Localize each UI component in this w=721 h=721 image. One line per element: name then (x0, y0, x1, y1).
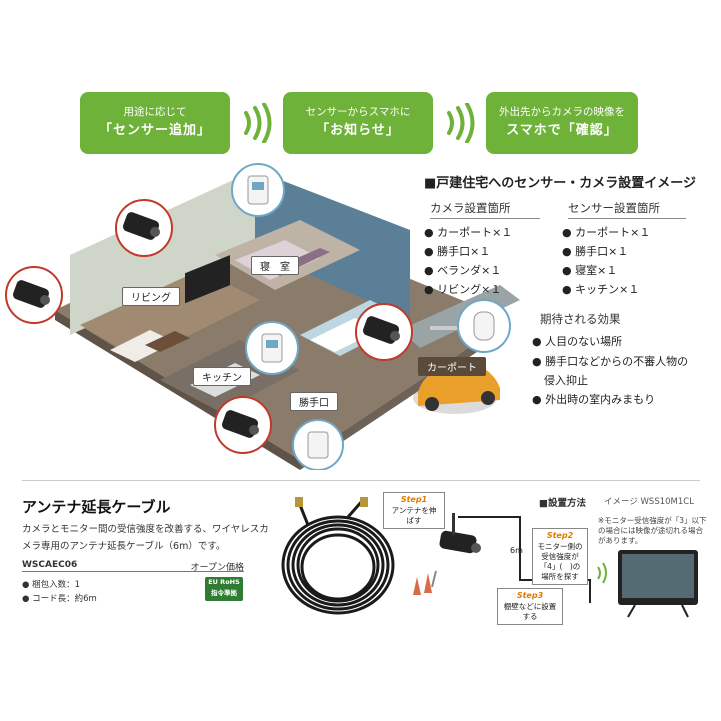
screw-anchor-icon (413, 570, 437, 595)
list-item: ● 外出時の室内みまもり (532, 393, 656, 406)
flow-line2: 「センサー追加」 (98, 123, 211, 139)
wireless-wave-icon (447, 103, 475, 143)
sensor-icon (292, 419, 344, 470)
step1-label: Step1 (400, 495, 428, 504)
step1-box: Step1 アンテナを伸ばす (383, 492, 445, 530)
sensor-icon (231, 163, 285, 217)
list-item: ● 勝手口×１ (562, 245, 629, 258)
camera-icon (115, 199, 173, 257)
product-title: アンテナ延長ケーブル (22, 498, 171, 516)
flow-box-notify: センサーからスマホに 「お知らせ」 (283, 92, 433, 154)
list-item: ● リビング×１ (424, 283, 502, 296)
model-number: WSCAEC06 (22, 560, 78, 570)
step3-label: Step3 (516, 591, 544, 600)
cable-length-label: 6m (510, 546, 523, 555)
camera-icon (5, 266, 63, 324)
list-item: 侵入抑止 (544, 374, 588, 387)
flow-box-add-sensor: 用途に応じて 「センサー追加」 (80, 92, 230, 154)
scene-label-kitchen: キッチン (193, 367, 251, 386)
scene-label-carport: カーポート (418, 357, 486, 376)
list-item: ● 寝室×１ (562, 264, 618, 277)
spec-quantity: ● 梱包入数：1 (22, 580, 81, 590)
install-diagram (439, 513, 698, 618)
camera-icon (355, 303, 413, 361)
step2-text: モニター側の受信強度が「4」( )の場所を探す (537, 541, 583, 582)
list-item: ● ベランダ×１ (424, 264, 502, 277)
camera-column-heading: カメラ設置箇所 (430, 200, 540, 219)
house-illustration (5, 163, 520, 470)
list-item: ● 勝手口などからの不審人物の (532, 355, 689, 368)
cable-product-image (281, 497, 395, 615)
flow-line1: 用途に応じて (123, 106, 187, 119)
info-title: ■戸建住宅へのセンサー・カメラ設置イメージ (424, 176, 697, 191)
list-item: ● カーポート×１ (424, 226, 513, 239)
step2-box: Step2 モニター側の受信強度が「4」( )の場所を探す (532, 528, 588, 586)
flow-line2: スマホで「確認」 (506, 123, 618, 139)
step2-label: Step2 (546, 531, 574, 540)
install-model: イメージ WSS10M1CL (604, 497, 694, 507)
scene-label-bedroom: 寝 室 (251, 256, 299, 275)
step3-text: 棚壁などに設置する (503, 601, 557, 621)
price: オープン価格 (190, 563, 244, 573)
product-description: カメラとモニター間の受信強度を改善する、ワイヤレスカメラ専用のアンテナ延長ケーブ… (22, 524, 269, 552)
sensor-icon (245, 321, 299, 375)
effect-title: 期待される効果 (540, 312, 621, 326)
flow-line1: センサーからスマホに (305, 106, 411, 119)
step3-box: Step3 棚壁などに設置する (497, 588, 563, 626)
scene-label-living: リビング (122, 287, 180, 306)
eu-rohs-badge: EU RoHS 指令準拠 (205, 577, 243, 601)
flow-line2: 「お知らせ」 (316, 123, 400, 139)
scene-label-backdoor: 勝手口 (290, 392, 338, 411)
model-row: WSCAEC06 オープン価格 (22, 560, 244, 573)
list-item: ● 勝手口×１ (424, 245, 491, 258)
section-divider (22, 480, 700, 481)
list-item: ● カーポート×１ (562, 226, 651, 239)
spec-length: ● コード長：約6m (22, 594, 97, 604)
list-item: ● 人目のない場所 (532, 335, 623, 348)
sensor-column-heading: センサー設置箇所 (568, 200, 686, 219)
flow-box-confirm: 外出先からカメラの映像を スマホで「確認」 (486, 92, 638, 154)
wireless-wave-icon (244, 103, 272, 143)
sensor-icon (457, 299, 511, 353)
install-note: ※モニター受信強度が「3」以下の場合には映像が途切れる場合があります。 (598, 516, 707, 546)
list-item: ● キッチン×１ (562, 283, 640, 296)
camera-icon (214, 396, 272, 454)
step1-text: アンテナを伸ばす (391, 505, 437, 525)
install-title: ■設置方法 (539, 498, 586, 509)
flow-line1: 外出先からカメラの映像を (499, 106, 625, 119)
